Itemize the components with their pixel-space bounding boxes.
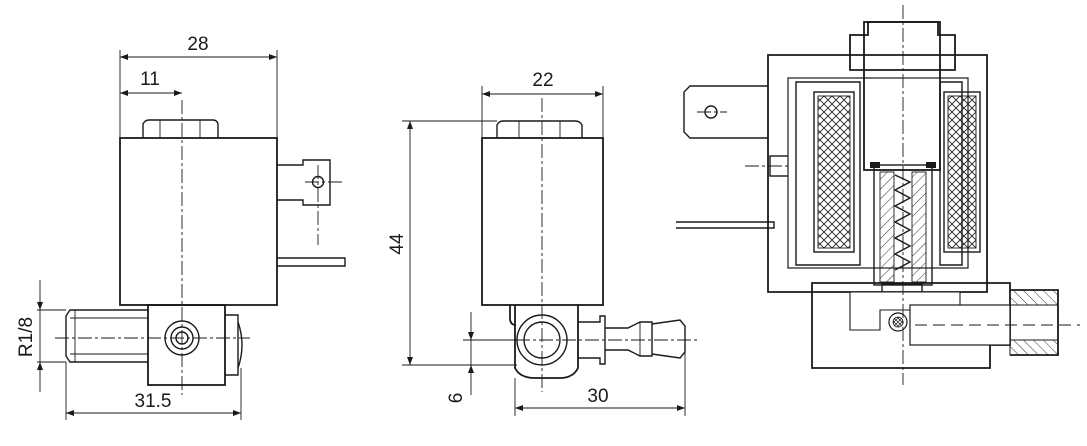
dim-coil-depth: 22	[532, 70, 553, 91]
dim-outlet-offset: 6	[446, 393, 467, 404]
dim-body-length: 31.5	[135, 391, 172, 412]
section-view	[676, 5, 1080, 385]
dim-inlet-offset: 11	[140, 69, 160, 90]
side-view-dimensions: 22 44 6 30	[387, 70, 686, 416]
side-view	[470, 98, 700, 392]
dim-coil-width: 28	[187, 34, 208, 55]
dim-port-thread: R1/8	[16, 317, 37, 357]
dim-overall-height: 44	[387, 233, 408, 255]
dim-outlet-length: 30	[587, 386, 608, 407]
front-view-dimensions: 28 11 R1/8 31.5	[16, 34, 278, 420]
front-view	[55, 100, 346, 395]
